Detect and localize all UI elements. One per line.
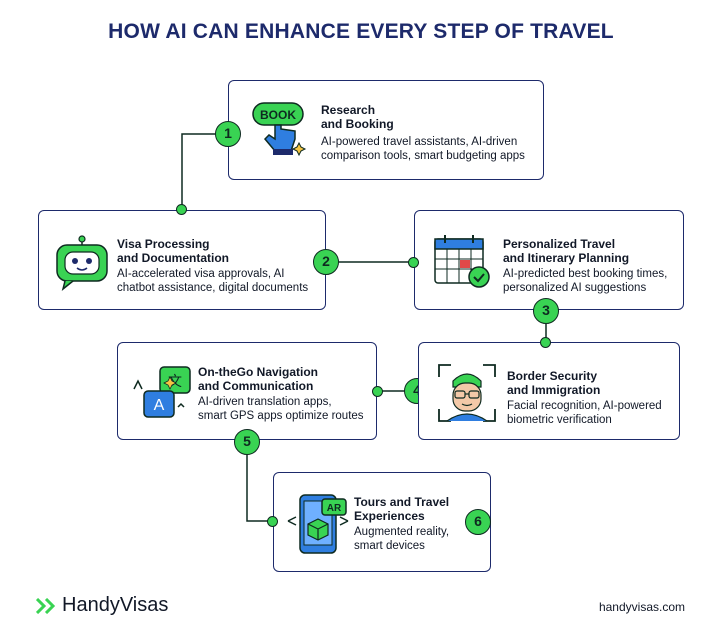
step-4-desc-line1: Facial recognition, AI-powered [507, 400, 662, 412]
step-6-desc-line1: Augmented reality, [354, 526, 450, 538]
connector-dot-1 [176, 204, 187, 215]
step-3-desc-line1: AI-predicted best booking times, [503, 268, 668, 280]
step-2-desc-line2: chatbot assistance, digital documents [117, 282, 309, 294]
website-url: handyvisas.com [598, 600, 685, 614]
step-3-title-line1: Personalized Travel [503, 237, 616, 251]
step-node-2: 2 [313, 249, 339, 275]
ar-phone-icon: AR [286, 491, 352, 557]
step-3-title-line2: and Itinerary Planning [503, 251, 630, 265]
booking-icon-label: BOOK [260, 108, 296, 122]
chatbot-icon [53, 235, 111, 291]
brand-logo-icon [36, 598, 56, 614]
step-2-title-line1: Visa Processing [117, 237, 210, 251]
brand-name: HandyVisas [62, 594, 169, 616]
step-card-visa-processing: Visa Processing and Documentation AI-acc… [38, 210, 326, 310]
connector-dot-2 [408, 257, 419, 268]
step-5-desc-line1: AI-driven translation apps, [198, 396, 332, 408]
calendar-icon [433, 233, 493, 291]
step-5-title-line2: and Communication [198, 379, 314, 393]
step-card-research-booking: BOOK Research and Booking AI-powered tra… [228, 80, 544, 180]
step-2-desc-line1: AI-accelerated visa approvals, AI [117, 268, 285, 280]
step-2-title-line2: and Documentation [117, 251, 230, 265]
step-5-desc-line2: smart GPS apps optimize routes [198, 410, 364, 422]
translation-icon: 文 A [130, 363, 194, 423]
step-3-desc-line2: personalized AI suggestions [503, 282, 647, 294]
face-recognition-icon [437, 363, 497, 423]
step-4-title-line2: and Immigration [507, 383, 601, 397]
step-card-border-security: Border Security and Immigration Facial r… [418, 342, 680, 440]
translation-icon-glyph-a: A [154, 397, 165, 414]
step-1-title-line1: Research [321, 103, 376, 117]
step-card-navigation-communication: 文 A On-theGo Navigation and Communicatio… [117, 342, 377, 440]
step-5-title-line1: On-theGo Navigation [198, 365, 318, 379]
connector-dot-4 [540, 337, 551, 348]
step-4-desc-line2: biometric verification [507, 414, 612, 426]
connector-dot-3 [372, 386, 383, 397]
step-4-title-line1: Border Security [507, 369, 598, 383]
ar-icon-label: AR [327, 503, 342, 514]
connector-1-2 [181, 133, 216, 210]
step-card-itinerary-planning: Personalized Travel and Itinerary Planni… [414, 210, 684, 310]
connector-dot-5 [267, 516, 278, 527]
step-6-title-line1: Tours and Travel [354, 495, 450, 509]
step-6-title-line2: Experiences [354, 509, 425, 523]
connector-5-6 [246, 454, 273, 522]
step-node-5: 5 [234, 429, 260, 455]
step-node-1: 1 [215, 121, 241, 147]
booking-icon: BOOK [251, 99, 311, 161]
step-1-title-line2: and Booking [321, 117, 394, 131]
page-title: HOW AI CAN ENHANCE EVERY STEP OF TRAVEL [108, 20, 614, 43]
step-6-desc-line2: smart devices [354, 540, 425, 552]
step-card-tours-experiences: AR Tours and Travel Experiences Augmente… [273, 472, 491, 572]
step-1-desc-line2: comparison tools, smart budgeting apps [321, 150, 525, 162]
step-1-desc-line1: AI-powered travel assistants, AI-driven [321, 136, 518, 148]
step-node-6: 6 [465, 509, 491, 535]
step-node-3: 3 [533, 298, 559, 324]
